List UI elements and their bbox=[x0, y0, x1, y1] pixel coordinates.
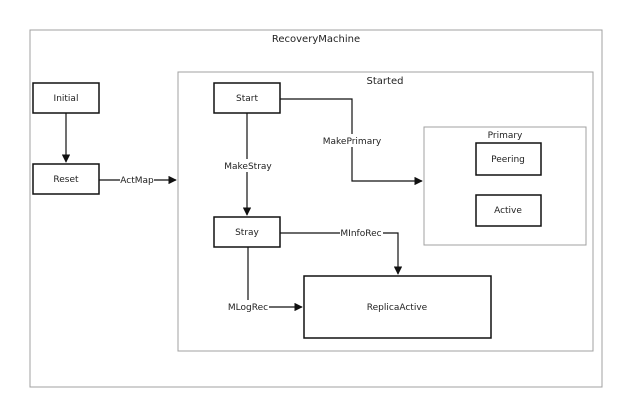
edge-actmap-label: ActMap bbox=[120, 176, 154, 186]
state-active: Active bbox=[475, 194, 542, 227]
state-peering: Peering bbox=[475, 142, 542, 176]
edge-makestray-label: MakeStray bbox=[224, 162, 272, 172]
state-start: Start bbox=[213, 82, 281, 114]
primary-title: Primary bbox=[488, 131, 523, 141]
state-initial-label: Initial bbox=[54, 94, 79, 104]
edge-makeprimary-label: MakePrimary bbox=[323, 137, 382, 147]
edge-actmap: ActMap bbox=[99, 173, 177, 186]
state-peering-label: Peering bbox=[491, 155, 525, 165]
state-replica-active-label: ReplicaActive bbox=[367, 303, 428, 313]
edge-minforec: MInfoRec bbox=[280, 226, 403, 275]
state-reset-label: Reset bbox=[53, 175, 79, 185]
edge-minforec-label: MInfoRec bbox=[340, 229, 381, 239]
edge-makestray: MakeStray bbox=[224, 113, 272, 216]
edge-mlogrec-label: MLogRec bbox=[228, 303, 268, 313]
state-stray-label: Stray bbox=[235, 228, 259, 238]
started-title: Started bbox=[367, 76, 404, 87]
edge-makeprimary: MakePrimary bbox=[280, 98, 423, 186]
state-initial: Initial bbox=[32, 82, 100, 114]
state-stray: Stray bbox=[213, 216, 281, 248]
state-replica-active: ReplicaActive bbox=[303, 275, 492, 339]
state-start-label: Start bbox=[236, 94, 258, 104]
edge-mlogrec: MLogRec bbox=[227, 247, 303, 313]
recovery-machine-title: RecoveryMachine bbox=[272, 34, 360, 45]
state-active-label: Active bbox=[494, 206, 522, 216]
state-reset: Reset bbox=[32, 163, 100, 195]
